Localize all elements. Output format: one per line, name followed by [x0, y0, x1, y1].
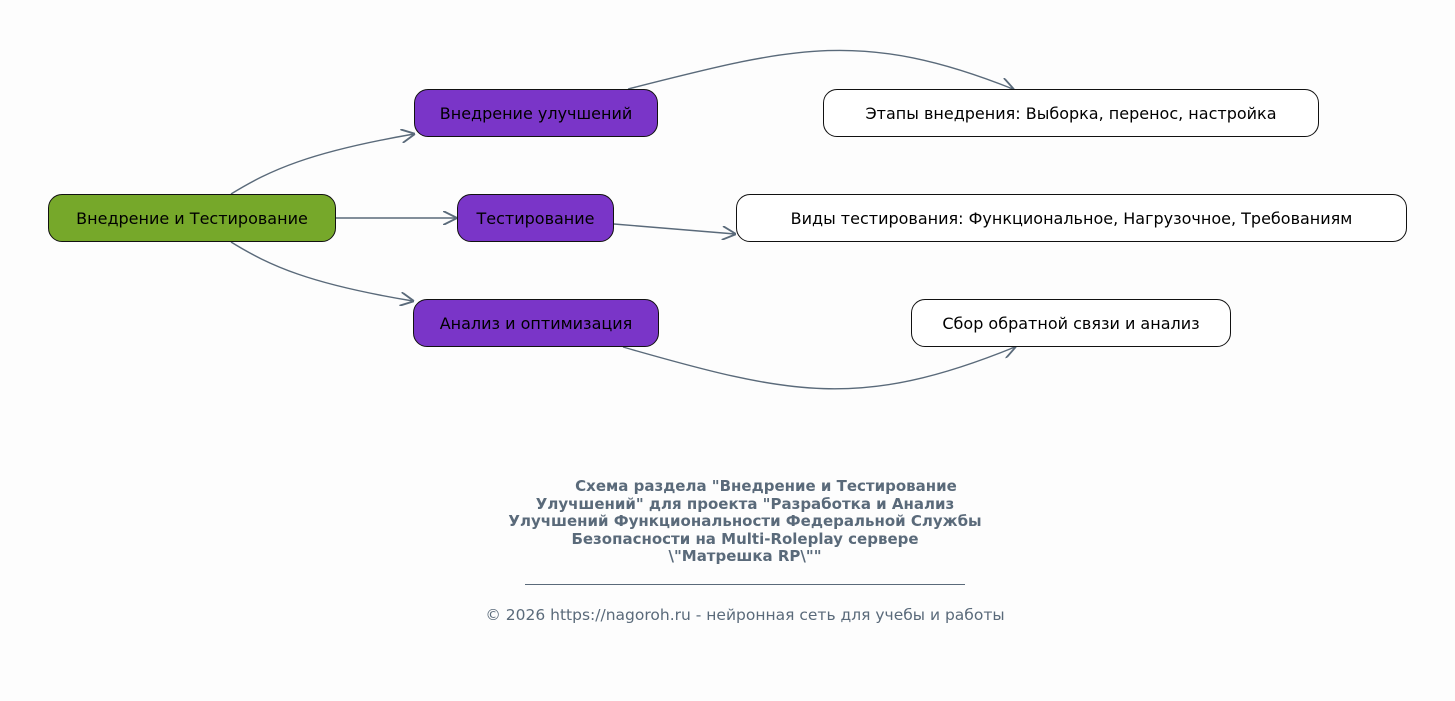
branch-node-1[interactable]: Внедрение улучшений	[414, 89, 658, 137]
detail-node-label: Этапы внедрения: Выборка, перенос, настр…	[865, 103, 1277, 123]
branch-node-2[interactable]: Тестирование	[457, 194, 614, 242]
diagram-caption: Схема раздела "Внедрение и Тестирование …	[445, 477, 1045, 566]
detail-node-label: Виды тестирования: Функциональное, Нагру…	[790, 208, 1353, 228]
caption-line: Улучшений" для проекта "Разработка и Ана…	[535, 494, 955, 513]
detail-node-label: Сбор обратной связи и анализ	[942, 313, 1200, 333]
edge-root-to-branch-3	[230, 241, 413, 301]
edge-root-to-branch-1	[230, 134, 414, 195]
caption-line: \"Матрешка RP\""	[668, 547, 822, 565]
branch-node-label: Тестирование	[476, 208, 595, 228]
branch-node-label: Анализ и оптимизация	[439, 313, 633, 333]
edge-branch-2-to-detail	[613, 223, 735, 234]
edge-branch-3-to-detail	[622, 347, 1015, 390]
root-node-label: Внедрение и Тестирование	[76, 208, 308, 228]
edge-branch-1-to-detail	[627, 49, 1013, 89]
root-node[interactable]: Внедрение и Тестирование	[48, 194, 336, 242]
branch-node-label: Внедрение улучшений	[439, 103, 633, 123]
branch-node-3[interactable]: Анализ и оптимизация	[413, 299, 659, 347]
footer-copyright: © 2026 https://nagoroh.ru - нейронная се…	[485, 606, 1005, 624]
caption-line: Улучшений Функциональности Федеральной С…	[508, 512, 982, 530]
detail-node-1[interactable]: Этапы внедрения: Выборка, перенос, настр…	[823, 89, 1319, 137]
caption-line: Безопасности на Multi-Roleplay сервере	[571, 529, 919, 548]
divider	[525, 584, 965, 585]
detail-node-3[interactable]: Сбор обратной связи и анализ	[911, 299, 1231, 347]
detail-node-2[interactable]: Виды тестирования: Функциональное, Нагру…	[736, 194, 1407, 242]
caption-line: Схема раздела "Внедрение и Тестирование	[575, 477, 957, 495]
